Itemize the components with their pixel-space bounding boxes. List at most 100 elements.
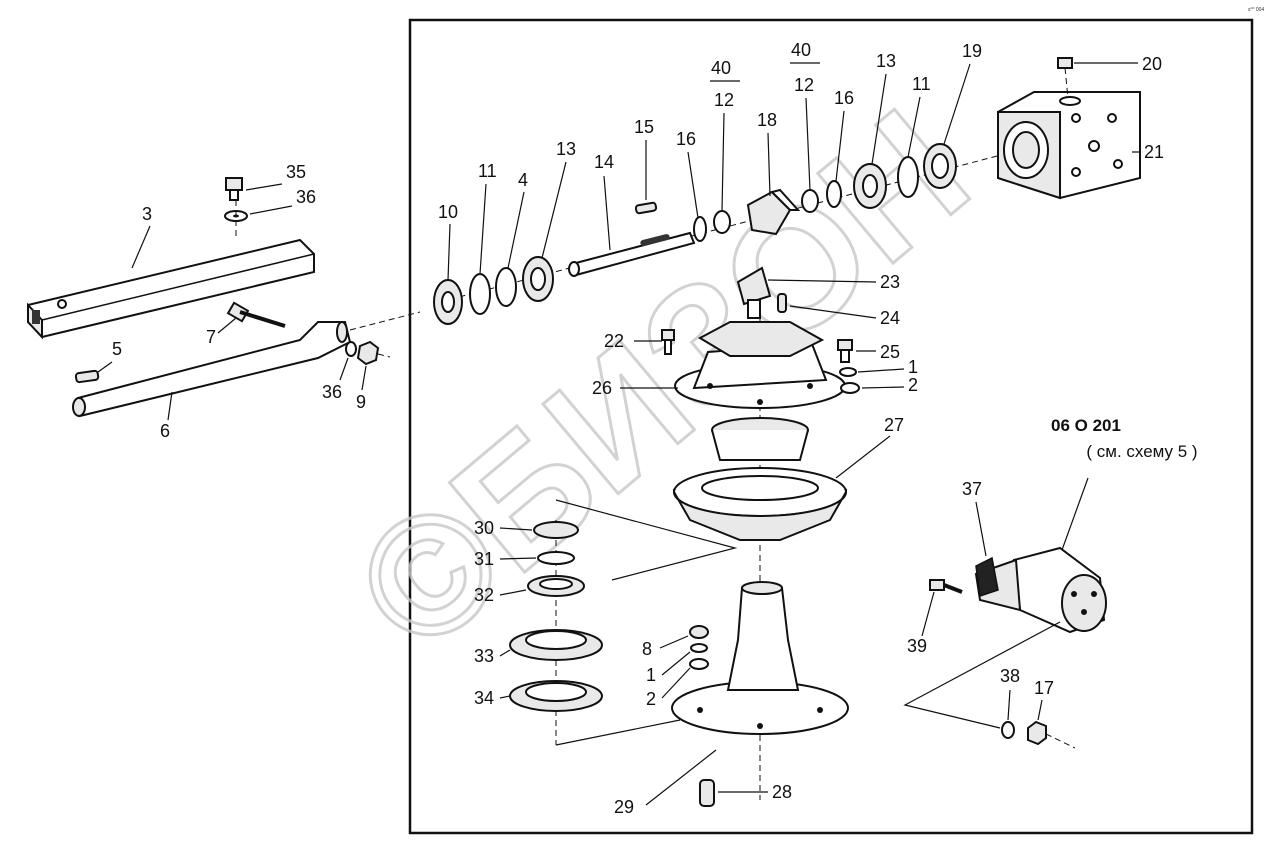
label-36-bottom: 36 (322, 382, 342, 402)
label-38: 38 (1000, 666, 1020, 686)
label-10: 10 (438, 202, 458, 222)
washer-part-2-center (689, 658, 709, 670)
label-19: 19 (962, 41, 982, 61)
key-part-15 (634, 201, 658, 215)
label-16-right: 16 (834, 88, 854, 108)
bearing-part-33 (509, 629, 603, 661)
bearing-part-13-left (522, 256, 554, 302)
label-14: 14 (594, 152, 614, 172)
ring-part-16-right (826, 180, 842, 208)
label-32: 32 (474, 585, 494, 605)
label-21: 21 (1144, 142, 1164, 162)
label-1-center: 1 (646, 665, 656, 685)
label-7: 7 (206, 327, 216, 347)
key-part-5 (74, 369, 100, 384)
label-16-left: 16 (676, 129, 696, 149)
washer-part-2-right (840, 382, 860, 394)
label-29: 29 (614, 797, 634, 817)
label-17: 17 (1034, 678, 1054, 698)
washer-part-31 (537, 551, 575, 565)
label-13-left: 13 (556, 139, 576, 159)
label-15: 15 (634, 117, 654, 137)
label-25: 25 (880, 342, 900, 362)
nut-part-30 (533, 521, 579, 539)
housing-part-21 (997, 91, 1141, 200)
pinion-part-23 (736, 266, 772, 319)
label-1-right: 1 (908, 357, 918, 377)
label-33: 33 (474, 646, 494, 666)
label-13-right: 13 (876, 51, 896, 71)
label-6: 6 (160, 421, 170, 441)
plug-part-20 (1057, 57, 1073, 69)
nut-part-17 (1027, 720, 1047, 746)
washer-part-36-bottom (345, 341, 357, 357)
label-40-right: 40 (791, 40, 811, 60)
label-26: 26 (592, 378, 612, 398)
bearing-part-19 (923, 143, 957, 189)
callout-labels: 3 5 6 7 35 36 36 9 10 11 4 13 14 15 16 4… (97, 40, 1164, 817)
nut-part-9 (356, 340, 380, 366)
washer-part-12-left (713, 210, 731, 234)
label-37: 37 (962, 479, 982, 499)
washer-part-38 (1001, 721, 1015, 739)
tube-part-3 (27, 238, 315, 340)
bevel-gear-part-18 (746, 188, 801, 236)
ring-part-4 (495, 267, 517, 307)
assembly-frame (408, 18, 1254, 835)
label-3: 3 (142, 204, 152, 224)
label-2-center: 2 (646, 689, 656, 709)
flange-part-26 (674, 321, 846, 461)
label-8: 8 (642, 639, 652, 659)
gear-part-37 (975, 556, 999, 597)
nut-part-8 (689, 625, 709, 639)
bolt-part-39 (929, 579, 963, 594)
corner-mark: s⁰⁰ 004 (1248, 7, 1264, 13)
key-part-24 (777, 293, 787, 313)
label-28: 28 (772, 782, 792, 802)
washer-part-1-right (839, 367, 857, 377)
label-5: 5 (112, 339, 122, 359)
label-11-right: 11 (912, 74, 931, 94)
ring-part-16-left (693, 216, 707, 242)
bearing-part-13-right (853, 163, 887, 209)
label-22: 22 (604, 331, 624, 351)
bolt-part-7 (226, 301, 286, 328)
label-11-left: 11 (478, 161, 497, 181)
label-36-top: 36 (296, 187, 316, 207)
label-39: 39 (907, 636, 927, 656)
label-12-right: 12 (794, 75, 814, 95)
label-2-right: 2 (908, 375, 918, 395)
label-18: 18 (757, 110, 777, 130)
label-31: 31 (474, 549, 494, 569)
washer-part-1-center (690, 643, 708, 653)
label-24: 24 (880, 308, 900, 328)
label-34: 34 (474, 688, 494, 708)
label-23: 23 (880, 272, 900, 292)
label-20: 20 (1142, 54, 1162, 74)
label-4: 4 (518, 170, 528, 190)
bolt-part-25 (837, 339, 853, 363)
bearing-part-10 (433, 279, 463, 325)
label-40-left: 40 (711, 58, 731, 78)
label-9: 9 (356, 392, 366, 412)
shaft-part-6 (72, 321, 352, 418)
washer-part-12-right (801, 189, 819, 213)
shaft-part-14 (568, 231, 696, 277)
ring-part-11-left (469, 273, 491, 315)
label-27: 27 (884, 415, 904, 435)
bolt-part-28 (699, 779, 715, 807)
bolt-part-35 (225, 177, 243, 201)
kit-code: 06 O 201 (1051, 416, 1121, 435)
ring-part-11-right (897, 156, 919, 198)
label-12-left: 12 (714, 90, 734, 110)
seal-part-34 (509, 680, 603, 712)
bolt-part-22 (661, 329, 675, 355)
kit-note: ( см. схему 5 ) (1086, 442, 1197, 461)
bearing-part-32 (527, 575, 585, 597)
kit-leader (1061, 477, 1089, 551)
ring-gear-part-27 (672, 467, 848, 541)
label-35: 35 (286, 162, 306, 182)
hub-part-29 (671, 581, 849, 735)
label-30: 30 (474, 518, 494, 538)
